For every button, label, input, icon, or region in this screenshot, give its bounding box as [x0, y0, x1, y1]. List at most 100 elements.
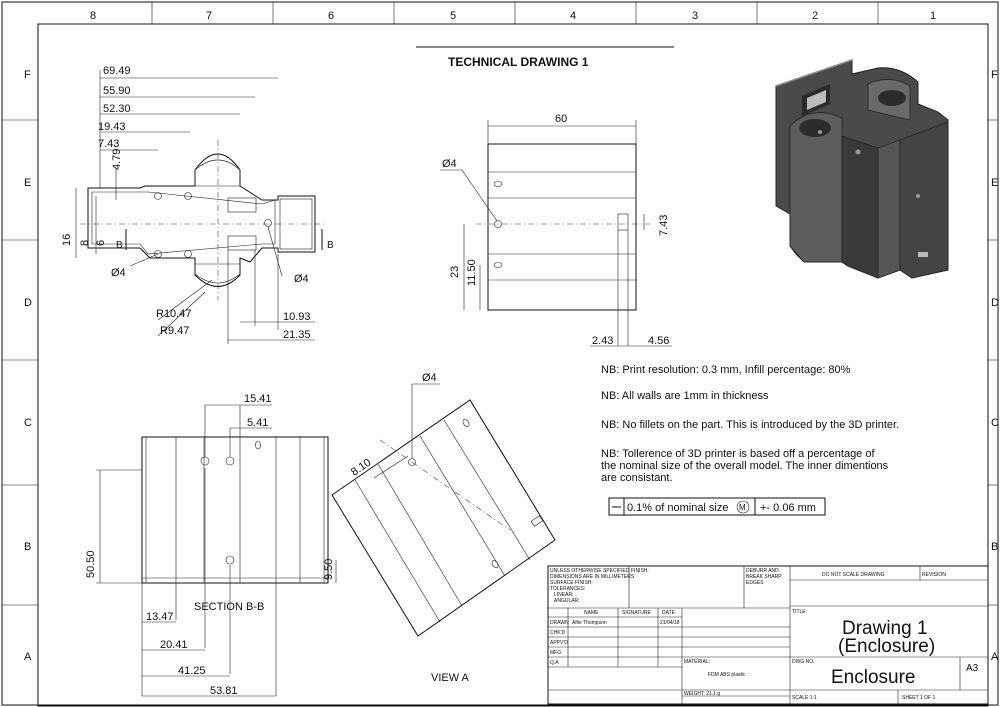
zone-row-C: C [24, 417, 32, 429]
tb-deburr-3: EDGES [746, 580, 764, 586]
tb-header-date: DATE [662, 610, 676, 616]
top-view: B B 69.49 55.90 52.30 19.43 7.43 4.79 16… [61, 65, 334, 344]
dim-13-47: 13.47 [146, 611, 174, 623]
notes: NB: Print resolution: 0.3 mm, Infill per… [601, 364, 899, 484]
zone-col-2: 2 [812, 10, 818, 22]
dim-R10-47: R10.47 [156, 308, 191, 320]
drawing-title: TECHNICAL DRAWING 1 [448, 55, 589, 69]
tb-header-signature: SIGNATURE [622, 610, 651, 616]
dim-4-79: 4.79 [111, 149, 123, 170]
dim-10-93: 10.93 [283, 311, 311, 323]
tb-size: A3 [966, 663, 979, 674]
tb-general-3: SURFACE FINISH: [550, 580, 593, 586]
tb-general-1: UNLESS OTHERWISE SPECIFIED: [550, 568, 631, 574]
dim-8: 8 [79, 240, 91, 246]
tb-row-chkd: CHK'D [550, 630, 566, 636]
tb-general-5: LINEAR: [554, 592, 573, 598]
zone-labels: 8 7 6 5 4 3 2 1 F E D C B A F E D C B A [24, 10, 999, 663]
dim-41-25: 41.25 [178, 665, 206, 677]
dim-60: 60 [555, 113, 567, 125]
tb-drawn-date: 21/04/18 [660, 620, 680, 626]
tb-scale: SCALE 1:1 [792, 695, 817, 701]
tb-drawn-name: Alfie Thompson [572, 620, 607, 626]
top-view-diameter-right: Ø4 [294, 273, 309, 285]
tb-deburr-1: DEBURR AND [746, 568, 779, 574]
dim-52-30: 52.30 [103, 103, 131, 115]
zone-row-F: F [24, 69, 31, 81]
tb-row-appvd: APPV'D [550, 640, 568, 646]
section-label: SECTION B-B [194, 601, 264, 613]
inner-border [37, 23, 989, 707]
aux-view: Ø4 8.10 VIEW A [331, 372, 556, 684]
zone-row-D-right: D [991, 297, 999, 309]
zone-row-B-right: B [991, 541, 998, 553]
tolerance-left: 0.1% of nominal size [627, 502, 729, 514]
aux-view-label: VIEW A [431, 672, 470, 684]
dim-50-50: 50.50 [85, 550, 97, 578]
zone-row-E-right: E [991, 177, 998, 189]
tb-general-4: TOLERANCES: [550, 586, 585, 592]
section-marker-right: B [327, 240, 334, 251]
tb-row-qa: Q.A [550, 660, 559, 666]
dim-55-90: 55.90 [103, 85, 131, 97]
dim-69-49: 69.49 [103, 65, 131, 77]
zone-col-1: 1 [930, 10, 936, 22]
zone-col-8: 8 [90, 10, 96, 22]
zone-row-D: D [24, 297, 32, 309]
dim-7-43-front: 7.43 [658, 215, 670, 236]
tb-row-drawn: DRAWN [550, 620, 569, 626]
note-1: NB: Print resolution: 0.3 mm, Infill per… [601, 364, 851, 376]
dim-11-50: 11.50 [466, 259, 478, 286]
note-4-line-1: NB: Tollerence of 3D printer is based of… [601, 448, 875, 460]
note-4-line-3: are consistant. [601, 472, 673, 484]
dim-15-41: 15.41 [244, 393, 272, 405]
zone-col-4: 4 [570, 10, 576, 22]
zone-row-B: B [24, 541, 31, 553]
front-view: 60 Ø4 23 11.50 7.43 2.43 4.56 [440, 113, 672, 347]
tb-dwg-no-label: DWG NO. [792, 659, 815, 665]
section-view: 15.41 5.41 50.50 9.50 13.47 20.41 41.25 … [85, 393, 337, 697]
tb-finish: FINISH: [631, 568, 649, 574]
tb-title-label: TITLE: [792, 609, 807, 615]
dim-19-43: 19.43 [98, 121, 126, 133]
dim-23: 23 [449, 266, 461, 278]
zone-row-C-right: C [991, 417, 999, 429]
aux-view-diameter: Ø4 [422, 372, 437, 384]
tb-revision: REVISION [922, 572, 946, 578]
tb-row-mfg: MFG [550, 650, 561, 656]
title-block: UNLESS OTHERWISE SPECIFIED: DIMENSIONS A… [547, 565, 989, 705]
tb-sheet: SHEET 1 OF 1 [902, 695, 935, 701]
top-view-diameter-left: Ø4 [111, 267, 126, 279]
zone-row-F-right: F [991, 69, 998, 81]
note-4-line-2: the nominal size of the overall model. T… [601, 460, 889, 472]
note-3: NB: No fillets on the part. This is intr… [601, 419, 899, 431]
front-view-diameter: Ø4 [442, 158, 457, 170]
dim-2-43: 2.43 [592, 335, 613, 347]
zone-row-A-right: A [991, 651, 999, 663]
zone-col-6: 6 [328, 10, 334, 22]
tb-weight: WEIGHT: 21.1 g [684, 691, 720, 697]
tb-dwg-no: Enclosure [831, 667, 916, 688]
tb-header-name: NAME [584, 610, 599, 616]
zone-ticks [2, 2, 998, 606]
tb-deburr-2: BREAK SHARP [746, 574, 782, 580]
tolerance-modifier: M [739, 503, 746, 512]
dim-9-50: 9.50 [323, 559, 335, 580]
zone-col-7: 7 [206, 10, 212, 22]
dim-7-43: 7.43 [98, 138, 119, 150]
dim-4-56: 4.56 [648, 335, 669, 347]
zone-row-A: A [24, 651, 32, 663]
section-marker-left: B [116, 240, 123, 251]
tb-general-2: DIMENSIONS ARE IN MILLIMETERS [550, 574, 635, 580]
tb-title-line-2: (Enclosure) [838, 636, 935, 657]
dim-21-35: 21.35 [283, 329, 311, 341]
tb-do-not-scale: DO NOT SCALE DRAWING [822, 572, 885, 578]
zone-row-E: E [24, 177, 31, 189]
dim-6: 6 [95, 240, 107, 246]
tolerance-frame: 0.1% of nominal size M +- 0.06 mm [608, 497, 826, 516]
dim-53-81: 53.81 [210, 685, 238, 697]
dim-R9-47: R9.47 [160, 325, 189, 337]
zone-col-5: 5 [450, 10, 456, 22]
